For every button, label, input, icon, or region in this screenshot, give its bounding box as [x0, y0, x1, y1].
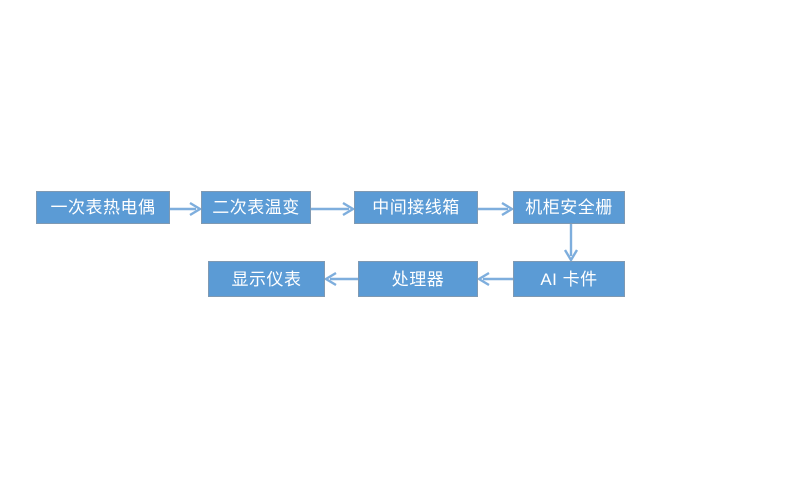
node-label: 机柜安全栅: [525, 198, 613, 217]
node-junction-box[interactable]: 中间接线箱: [354, 191, 478, 224]
connector-arrow-n4-n5: [562, 222, 580, 263]
node-primary-thermocouple[interactable]: 一次表热电偶: [36, 191, 170, 224]
connector-arrow-n3-n4: [478, 200, 515, 218]
node-processor[interactable]: 处理器: [358, 261, 478, 297]
node-label: AI 卡件: [540, 269, 598, 289]
connector-arrow-n5-n6: [476, 270, 515, 288]
node-secondary-transmitter[interactable]: 二次表温变: [201, 191, 311, 224]
connector-arrow-n2-n3: [311, 200, 356, 218]
node-label: 显示仪表: [231, 269, 302, 289]
node-cabinet-safety-barrier[interactable]: 机柜安全栅: [513, 191, 625, 224]
node-label: 二次表温变: [212, 198, 300, 217]
node-display-instrument[interactable]: 显示仪表: [208, 261, 325, 297]
node-ai-card[interactable]: AI 卡件: [513, 261, 625, 297]
connector-arrow-n6-n7: [323, 270, 360, 288]
node-label: 一次表热电偶: [50, 198, 156, 217]
node-label: 中间接线箱: [372, 198, 460, 217]
node-label: 处理器: [391, 269, 445, 289]
connector-arrow-n1-n2: [170, 200, 203, 218]
